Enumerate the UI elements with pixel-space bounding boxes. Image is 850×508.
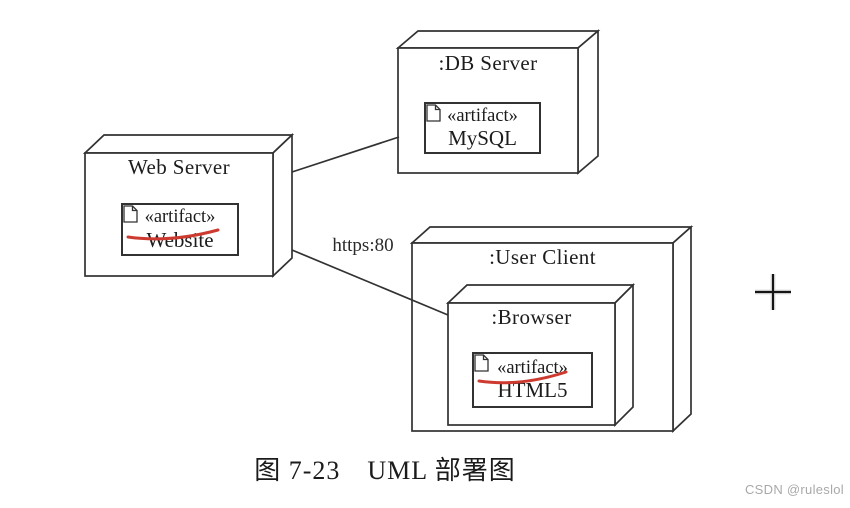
artifact-file-icon bbox=[426, 104, 441, 122]
web-server-node bbox=[82, 133, 295, 278]
artifact-file-icon bbox=[123, 205, 138, 223]
website-artifact-name: Website bbox=[146, 227, 214, 252]
html5-artifact-name: HTML5 bbox=[497, 378, 568, 403]
user-client-title: :User Client bbox=[489, 245, 596, 269]
mysql-artifact-box: «artifact» MySQL bbox=[424, 102, 541, 154]
mysql-stereotype-label: «artifact» bbox=[447, 105, 518, 126]
webserver-browser-connector bbox=[291, 249, 449, 316]
csdn-watermark: CSDN @ruleslol bbox=[744, 482, 844, 497]
html5-stereotype-label: «artifact» bbox=[497, 357, 568, 378]
web-server-title: Web Server bbox=[127, 155, 231, 179]
website-artifact-box: «artifact» Website bbox=[121, 203, 239, 256]
artifact-file-icon bbox=[474, 354, 489, 372]
website-stereotype-label: «artifact» bbox=[144, 207, 216, 228]
https-connector-label: https:80 bbox=[332, 235, 394, 256]
browser-title: :Browser bbox=[491, 305, 572, 329]
figure-caption: 图 7-23 UML 部署图 bbox=[254, 456, 516, 485]
webserver-dbserver-connector bbox=[291, 136, 400, 173]
mysql-artifact-name: MySQL bbox=[448, 126, 517, 151]
html5-artifact-box: «artifact» HTML5 bbox=[472, 352, 593, 408]
db-server-title: :DB Server bbox=[438, 51, 538, 75]
